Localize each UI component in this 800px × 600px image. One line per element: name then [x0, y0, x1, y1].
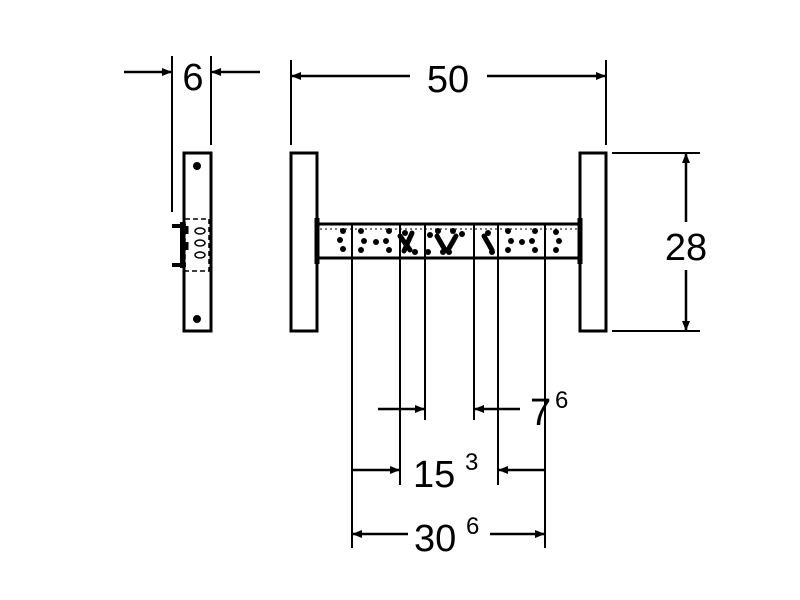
rail-hole [383, 238, 389, 244]
rail-hole [459, 231, 465, 237]
rail-hole [358, 228, 364, 234]
rail-hole [505, 247, 511, 253]
height-dimension [612, 152, 700, 332]
rail-hole [553, 229, 559, 235]
width-label: 50 [427, 59, 469, 101]
side-bracket [172, 222, 186, 268]
front-view [289, 151, 608, 333]
rail-hole [340, 228, 346, 234]
rail-hole [361, 238, 367, 244]
depth-label: 6 [182, 57, 203, 99]
middle-spacing-label: 15 [413, 454, 455, 496]
rail-hole [532, 228, 538, 234]
inner-spacing-label: 7 [530, 392, 551, 434]
outer-spacing-label: 30 [414, 518, 456, 560]
rail-hole [508, 238, 514, 244]
rail-hole [556, 238, 562, 244]
side-view [172, 151, 213, 333]
rail-hole [532, 247, 538, 253]
left-plate [289, 151, 319, 333]
depth-dimension [124, 56, 260, 212]
outer-spacing-superscript: 6 [466, 513, 479, 540]
spacing-extension-lines [351, 224, 546, 548]
mount-hole-top [193, 162, 201, 170]
rail-hole [386, 228, 392, 234]
rail-hole [435, 228, 441, 234]
rail-hole [340, 246, 346, 252]
rail-hole [373, 239, 379, 245]
rail-hole [519, 239, 525, 245]
spacing-arrows [352, 405, 545, 538]
hidden-rail-outline [184, 218, 210, 272]
height-label: 28 [665, 227, 707, 269]
inner-spacing-superscript: 6 [555, 387, 568, 414]
rail-hole [450, 228, 456, 234]
width-dimension [290, 60, 607, 145]
rail-hole [427, 232, 433, 238]
middle-spacing-superscript: 3 [465, 449, 478, 476]
rail-hole [386, 247, 392, 253]
rail-hole [553, 247, 559, 253]
rail-hole [358, 247, 364, 253]
rail-hole [485, 230, 491, 236]
rail-hole-pattern [337, 228, 562, 255]
mount-hole-bottom [193, 315, 201, 323]
rail-hole [337, 237, 343, 243]
rail-hole [412, 249, 418, 255]
rail-hole [529, 238, 535, 244]
rail-hole [505, 228, 511, 234]
rail-hole [425, 249, 431, 255]
right-plate [578, 151, 608, 333]
rail-hole [402, 230, 408, 236]
